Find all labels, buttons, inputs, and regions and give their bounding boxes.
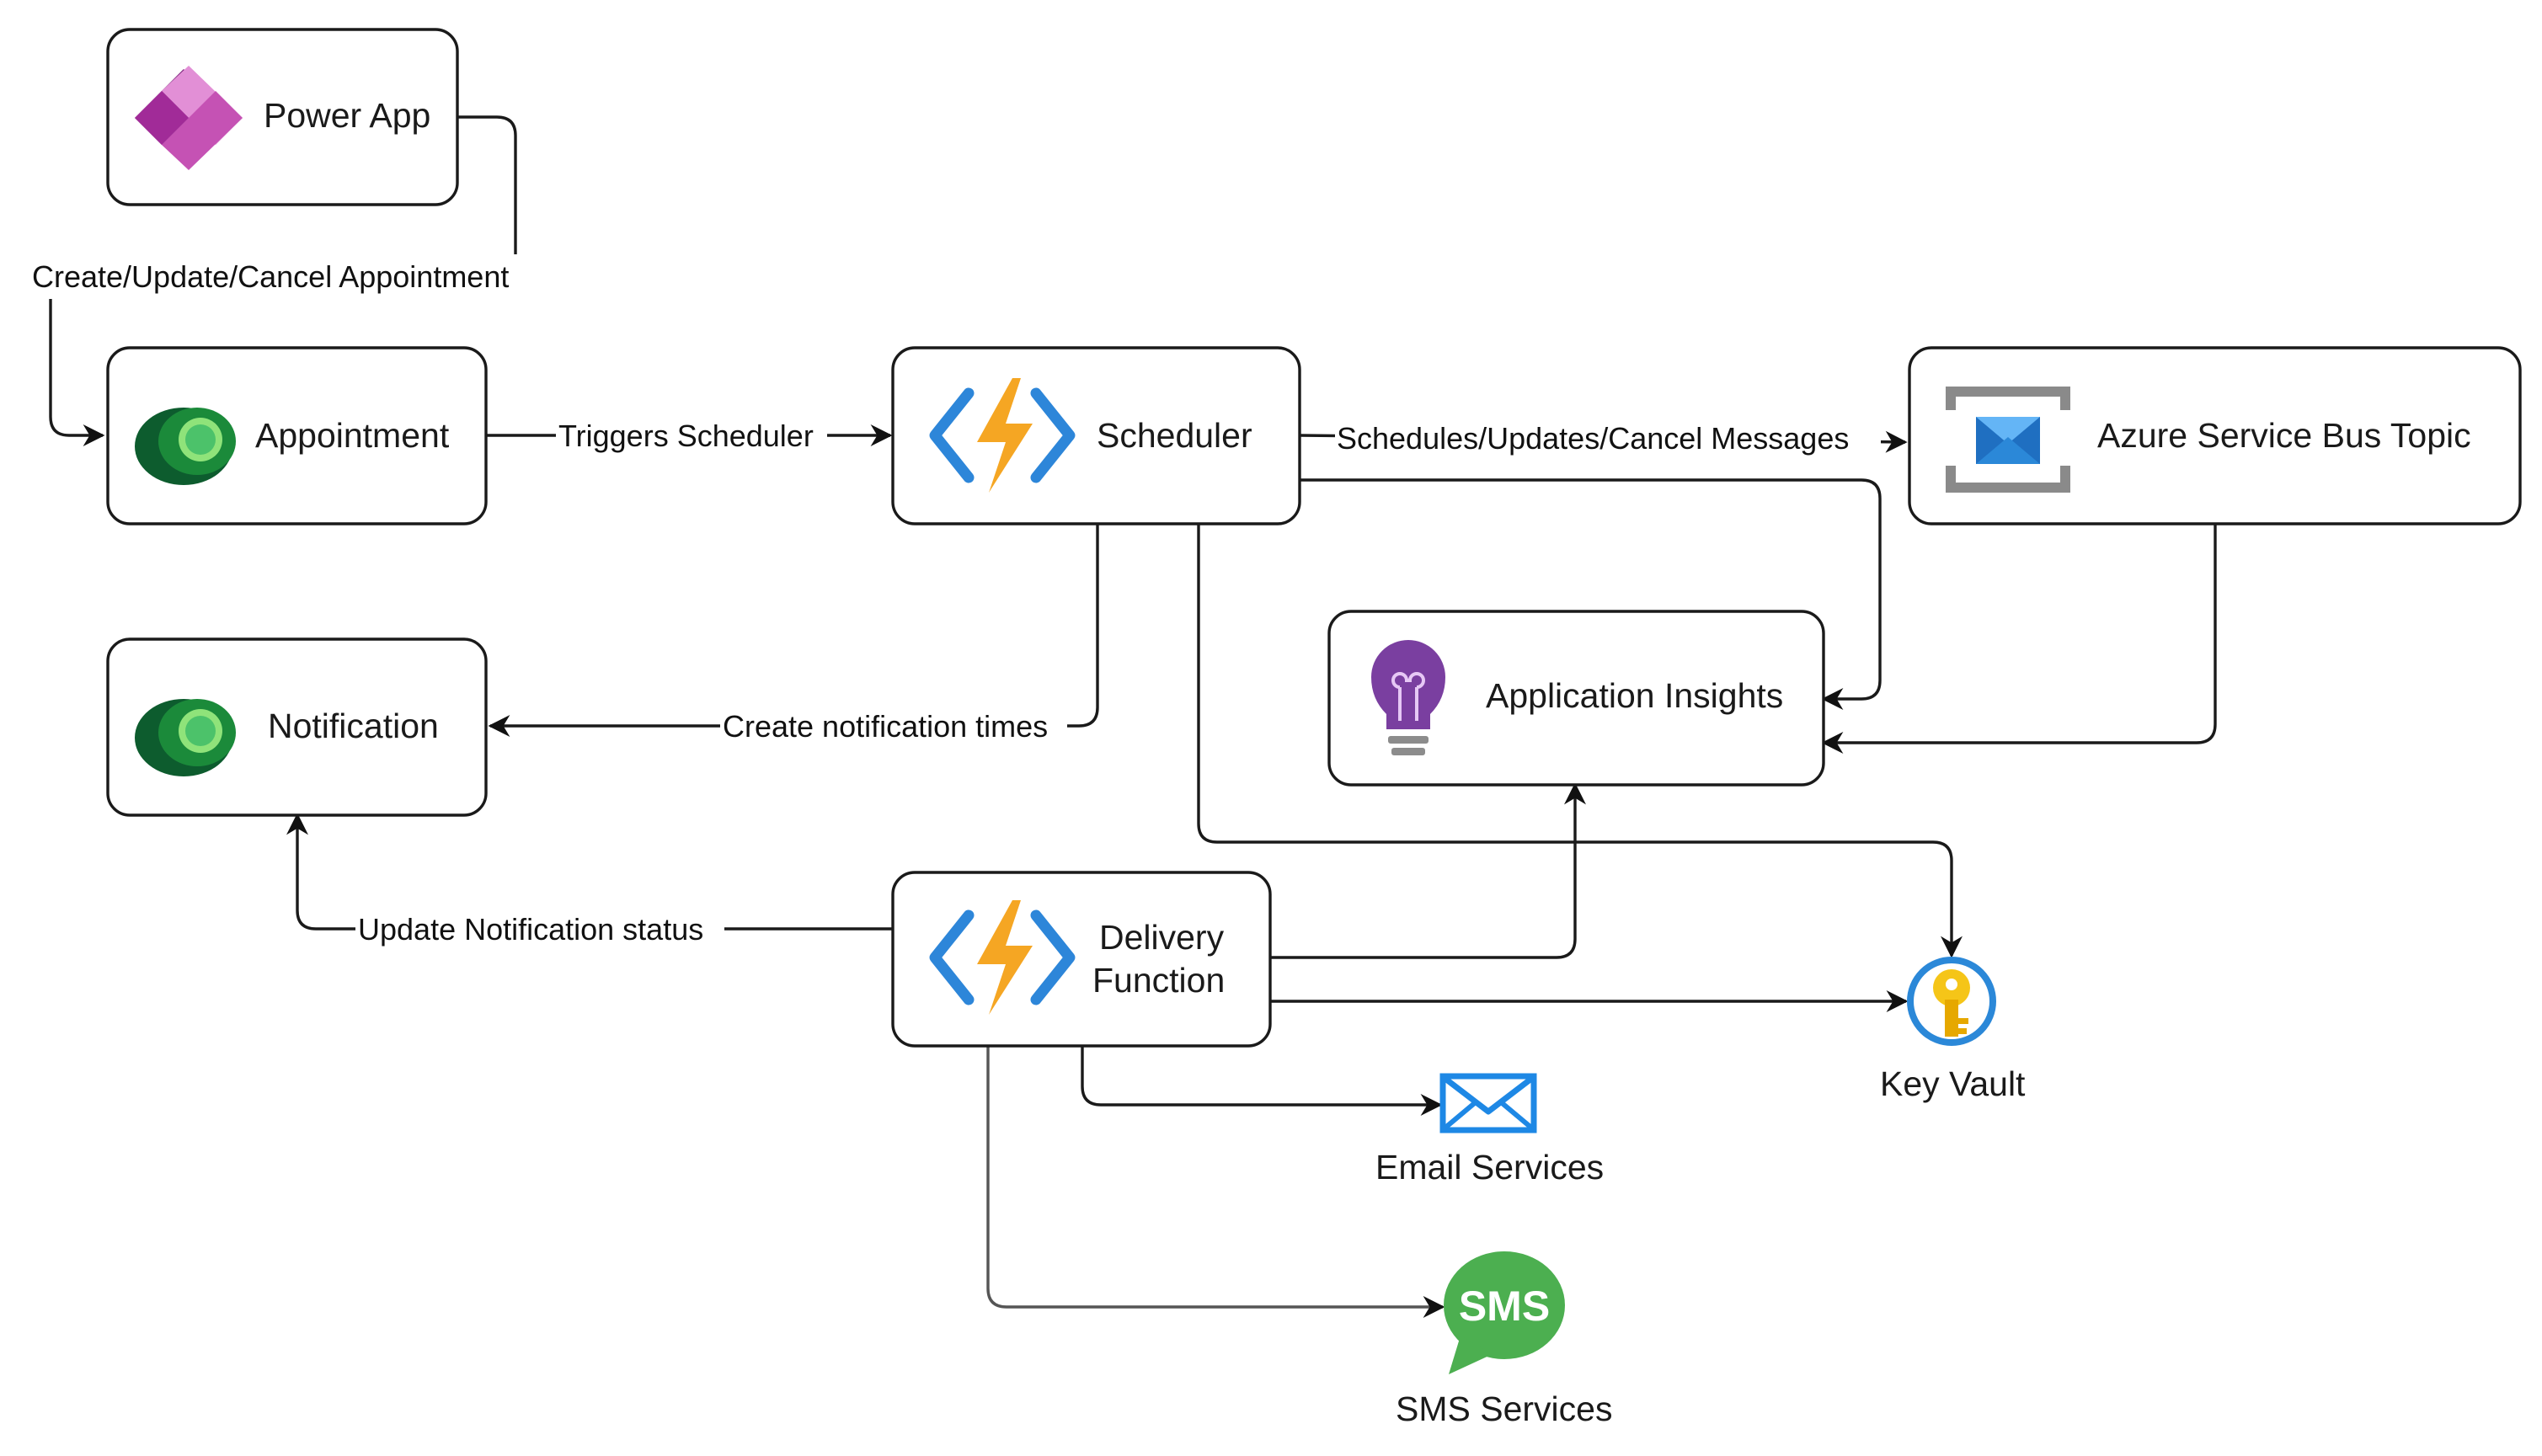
node-label: Appointment (255, 416, 450, 455)
edge-label-update-notification-status: Update Notification status (355, 910, 724, 949)
node-label: Notification (268, 707, 439, 745)
edge-delivery-to-sms (986, 1046, 1445, 1318)
edge-powerapp-to-appointment (49, 115, 517, 435)
edge-delivery-to-insights (1270, 782, 1586, 959)
azure-function-icon (929, 900, 1076, 1015)
edge-label-triggers-scheduler: Triggers Scheduler (556, 417, 827, 456)
edge-label-create-notification-times: Create notification times (720, 707, 1067, 746)
dataverse-icon (135, 699, 236, 776)
edge-delivery-to-notification (286, 813, 893, 931)
sms-badge-text: SMS (1459, 1283, 1550, 1330)
edge-delivery-to-email (1081, 1046, 1443, 1116)
node-power-app[interactable]: Power App (106, 28, 459, 206)
node-appointment[interactable]: Appointment (106, 346, 488, 525)
edge-label-text: Create notification times (723, 709, 1048, 744)
node-label: Email Services (1375, 1148, 1604, 1187)
edge-label-text: Create/Update/Cancel Appointment (32, 259, 509, 294)
node-service-bus[interactable]: Azure Service Bus Topic (1908, 346, 2522, 525)
envelope-icon (1439, 1073, 1537, 1133)
lightbulb-icon (1371, 640, 1445, 755)
edge-scheduler-to-notification (488, 524, 1099, 737)
edge-label-text: Schedules/Updates/Cancel Messages (1337, 421, 1849, 456)
node-email-services[interactable]: Email Services (1375, 1073, 1604, 1187)
node-label: Scheduler (1097, 416, 1252, 455)
edge-label-text: Triggers Scheduler (558, 419, 814, 453)
dataverse-icon (135, 408, 236, 485)
node-key-vault[interactable]: Key Vault (1880, 957, 2026, 1103)
node-sms-services[interactable]: SMS SMS Services (1396, 1251, 1612, 1428)
power-apps-icon (135, 66, 243, 170)
node-notification[interactable]: Notification (106, 637, 488, 817)
edge-servicebus-to-insights (1821, 524, 2217, 754)
azure-function-icon (929, 378, 1076, 493)
node-label: Azure Service Bus Topic (2097, 416, 2471, 455)
node-label: SMS Services (1396, 1389, 1612, 1428)
node-label: Key Vault (1880, 1064, 2026, 1103)
edge-label-schedules-messages: Schedules/Updates/Cancel Messages (1335, 419, 1881, 458)
node-application-insights[interactable]: Application Insights (1327, 610, 1825, 787)
node-label-line1: Delivery (1099, 918, 1225, 957)
edge-label-text: Update Notification status (358, 912, 703, 947)
edge-label-create-update-cancel: Create/Update/Cancel Appointment (25, 254, 539, 298)
sms-bubble-icon: SMS (1444, 1251, 1565, 1374)
node-label: Power App (264, 96, 430, 135)
node-delivery-function[interactable]: Delivery Function (891, 871, 1272, 1048)
node-scheduler[interactable]: Scheduler (891, 346, 1301, 525)
node-label-line2: Function (1092, 961, 1225, 1000)
edge-scheduler-to-insights (1300, 478, 1882, 710)
service-bus-icon (1946, 387, 2070, 493)
key-vault-icon (1907, 957, 1996, 1046)
node-label: Application Insights (1486, 676, 1783, 715)
